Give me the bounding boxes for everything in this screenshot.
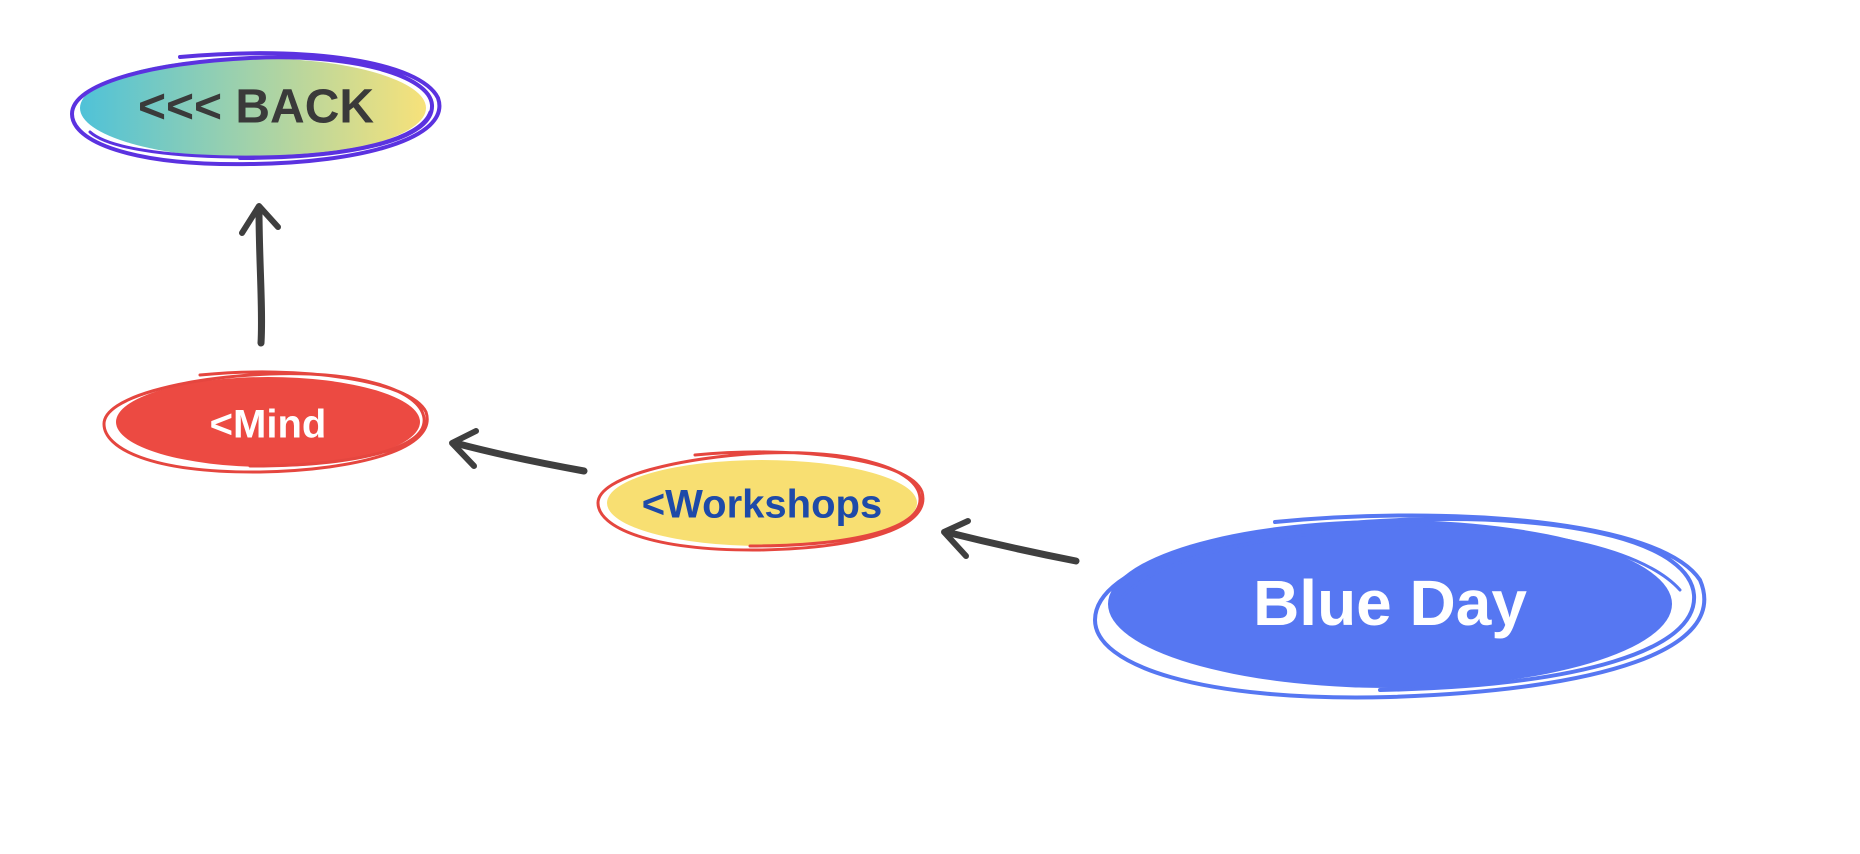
arrow-line <box>255 206 266 347</box>
arrowhead <box>941 518 971 559</box>
back-button-outline-extra <box>88 110 432 159</box>
blue-day-node-outline-extra <box>1118 526 1682 602</box>
arrow-line <box>451 439 588 475</box>
back-button-fill <box>80 58 426 158</box>
edge-workshops-to-mind <box>449 428 588 475</box>
workshops-node[interactable]: <Workshops <box>596 450 925 552</box>
mind-node[interactable]: <Mind <box>102 370 429 474</box>
blue-day-node-outline <box>1092 513 1707 700</box>
mind-node-fill <box>116 377 420 467</box>
workshops-node-label: <Workshops <box>642 483 882 527</box>
back-button[interactable]: <<< BACK <box>69 51 442 167</box>
blue-day-node-label: Blue Day <box>1253 567 1527 639</box>
edge-blue-day-to-workshops <box>941 518 1080 565</box>
arrowhead <box>239 203 281 236</box>
blue-day-node[interactable]: Blue Day <box>1092 513 1707 700</box>
mind-node-outline <box>102 370 429 474</box>
arrow-line <box>942 528 1080 565</box>
workshops-node-outline <box>596 450 925 552</box>
workshops-node-fill <box>607 460 917 546</box>
back-button-label: <<< BACK <box>138 81 374 134</box>
back-button-outline <box>69 51 442 167</box>
mind-node-label: <Mind <box>210 403 327 447</box>
blue-day-node-fill <box>1108 520 1672 688</box>
edge-mind-to-back <box>239 203 281 347</box>
arrowhead <box>449 428 479 469</box>
